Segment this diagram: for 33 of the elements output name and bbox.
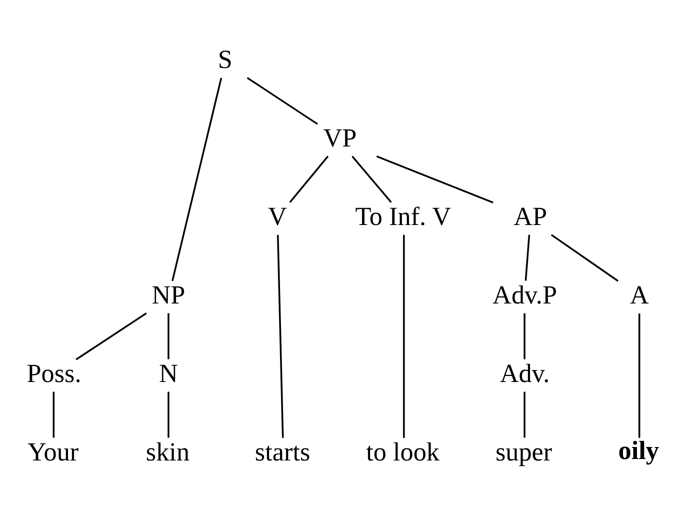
connector (168, 312, 170, 359)
connector (76, 312, 147, 360)
connector (550, 234, 619, 282)
connector (638, 312, 640, 438)
node-text: Adv. (500, 358, 550, 388)
node-text: N (159, 358, 178, 388)
node-text: Your (27, 437, 79, 466)
connector (376, 155, 494, 203)
node-text: skin (146, 437, 190, 466)
connector (172, 77, 222, 281)
node-text: to look (366, 437, 440, 466)
node-text: super (495, 437, 552, 466)
node-text: S (218, 44, 232, 74)
node-text: oily (618, 436, 659, 465)
node-text: NP (152, 280, 186, 310)
connector (52, 391, 55, 438)
connector (246, 76, 318, 124)
node-text: V (268, 202, 287, 231)
node-text: Adv.P (492, 280, 557, 310)
connector (352, 155, 392, 202)
node-text: To Inf. V (355, 202, 451, 231)
connector (524, 234, 530, 280)
connector (403, 234, 405, 438)
connector (524, 391, 526, 438)
connector (168, 391, 170, 438)
connector (289, 155, 329, 202)
node-text: A (630, 280, 649, 310)
connector (524, 312, 526, 359)
node-text: Poss. (26, 358, 82, 388)
connector (276, 234, 284, 438)
node-text: VP (323, 123, 357, 152)
node-text: AP (514, 202, 548, 231)
node-text: starts (254, 437, 310, 466)
